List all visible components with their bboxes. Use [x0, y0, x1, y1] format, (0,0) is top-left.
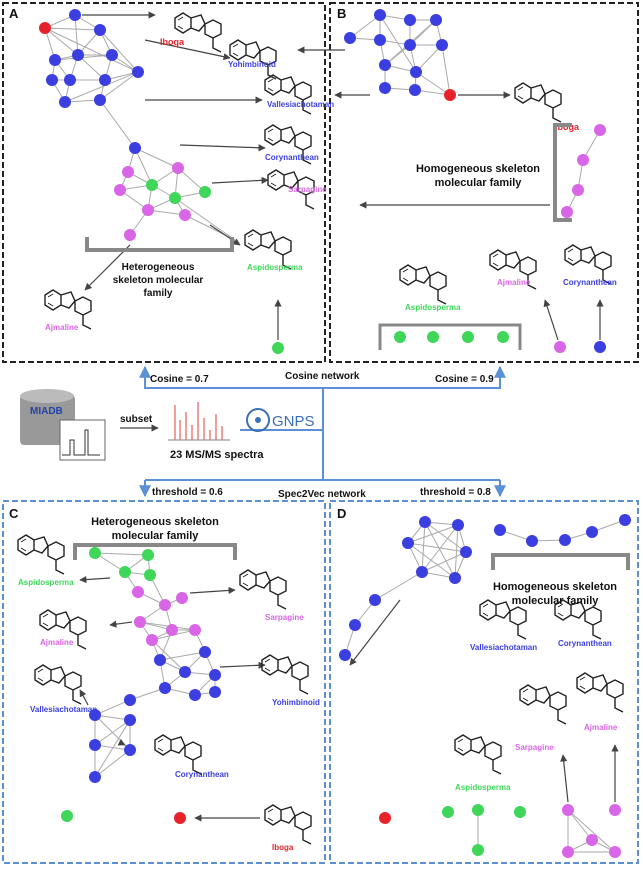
d-family-label-line2: molecular family — [512, 595, 600, 607]
panel-d-frame — [329, 500, 639, 864]
c-label-corynanthean: Corynanthean — [175, 770, 229, 779]
panel-b-arrows — [297, 46, 604, 341]
c-family-label-line2: molecular family — [112, 530, 200, 542]
c-label-aspidosperma: Aspidosperma — [18, 578, 74, 587]
d-label-corynanthean: Corynanthean — [558, 639, 612, 648]
panel-b-nodes — [344, 9, 606, 353]
spectra-label: 23 MS/MS spectra — [170, 449, 264, 461]
panel-a-arrows — [82, 11, 282, 340]
b-aspidosperma-bracket — [378, 323, 522, 350]
d-family-label-line1: Homogeneous skeleton — [493, 581, 617, 593]
c-label-yohimbinoid: Yohimbinoid — [272, 698, 320, 707]
b-label-corynanthean: Corynanthean — [563, 278, 617, 287]
c-family-bracket — [73, 543, 237, 560]
a-family-label-line3: family — [144, 288, 173, 299]
a-label-aspidosperma: Aspidosperma — [247, 263, 303, 272]
b-label-ajmaline: Ajmaline — [497, 278, 531, 287]
panel-c-nodes — [61, 547, 221, 824]
a-label-iboga: Iboga — [160, 37, 185, 47]
c-family-label-line1: Heterogeneous skeleton — [91, 516, 219, 528]
cosine-network-label: Cosine network — [285, 371, 360, 382]
d-label-vallesiachotaman: Vallesiachotaman — [470, 643, 537, 652]
miadb-database-icon — [20, 389, 106, 461]
gnps-label: GNPS — [272, 413, 315, 430]
a-family-bracket — [85, 237, 234, 252]
panel-a-frame — [2, 2, 326, 363]
spec2vec-network-label: Spec2Vec network — [278, 489, 366, 500]
a-family-label-line2: skeleton molecular — [113, 275, 204, 286]
panel-c-letter: C — [9, 506, 19, 521]
b-label-aspidosperma: Aspidosperma — [405, 303, 461, 312]
center-connectors — [120, 365, 506, 498]
c-label-iboga: Iboga — [272, 843, 294, 852]
a-family-label-line1: Heterogeneous — [122, 262, 195, 273]
panel-b-letter: B — [337, 6, 346, 21]
panel-c-arrows — [79, 575, 266, 822]
a-label-ajmaline: Ajmaline — [45, 323, 79, 332]
a-label-corynanthean: Corynanthean — [265, 153, 319, 162]
d-label-ajmaline: Ajmaline — [584, 723, 618, 732]
panel-a-edges — [44, 14, 236, 241]
a-label-sarpagine: Sarpagine — [288, 185, 327, 194]
cosine-left-label: Cosine = 0.7 — [150, 374, 209, 385]
b-family-label-line1: Homogeneous skeleton — [416, 163, 540, 175]
c-label-vallesiachotaman: Vallesiachotaman — [30, 705, 97, 714]
panel-d-arrows — [349, 599, 619, 803]
panel-a-letter: A — [9, 6, 19, 21]
b-family-bracket — [553, 123, 572, 222]
cosine-right-label: Cosine = 0.9 — [435, 374, 494, 385]
panel-d-letter: D — [337, 506, 346, 521]
d-family-bracket — [491, 553, 630, 570]
c-label-sarpagine: Sarpagine — [265, 613, 304, 622]
panel-d-nodes — [339, 514, 631, 858]
a-label-vallesiachotaman: Vallesiachotaman — [267, 100, 334, 109]
panel-b-frame — [329, 2, 639, 363]
panel-d-edges — [344, 519, 626, 853]
d-label-aspidosperma: Aspidosperma — [455, 783, 511, 792]
threshold-right-label: threshold = 0.8 — [420, 487, 491, 498]
spectra-icon — [168, 402, 230, 441]
panel-a-nodes — [39, 9, 284, 354]
c-label-ajmaline: Ajmaline — [40, 638, 74, 647]
gnps-logo — [246, 408, 270, 432]
miadb-label: MIADB — [30, 406, 63, 417]
b-family-label-line2: molecular family — [435, 177, 523, 189]
a-label-yohimbinoid: Yohimbinoid — [228, 60, 276, 69]
d-label-sarpagine: Sarpagine — [515, 743, 554, 752]
threshold-left-label: threshold = 0.6 — [152, 487, 223, 498]
subset-label: subset — [120, 414, 153, 425]
